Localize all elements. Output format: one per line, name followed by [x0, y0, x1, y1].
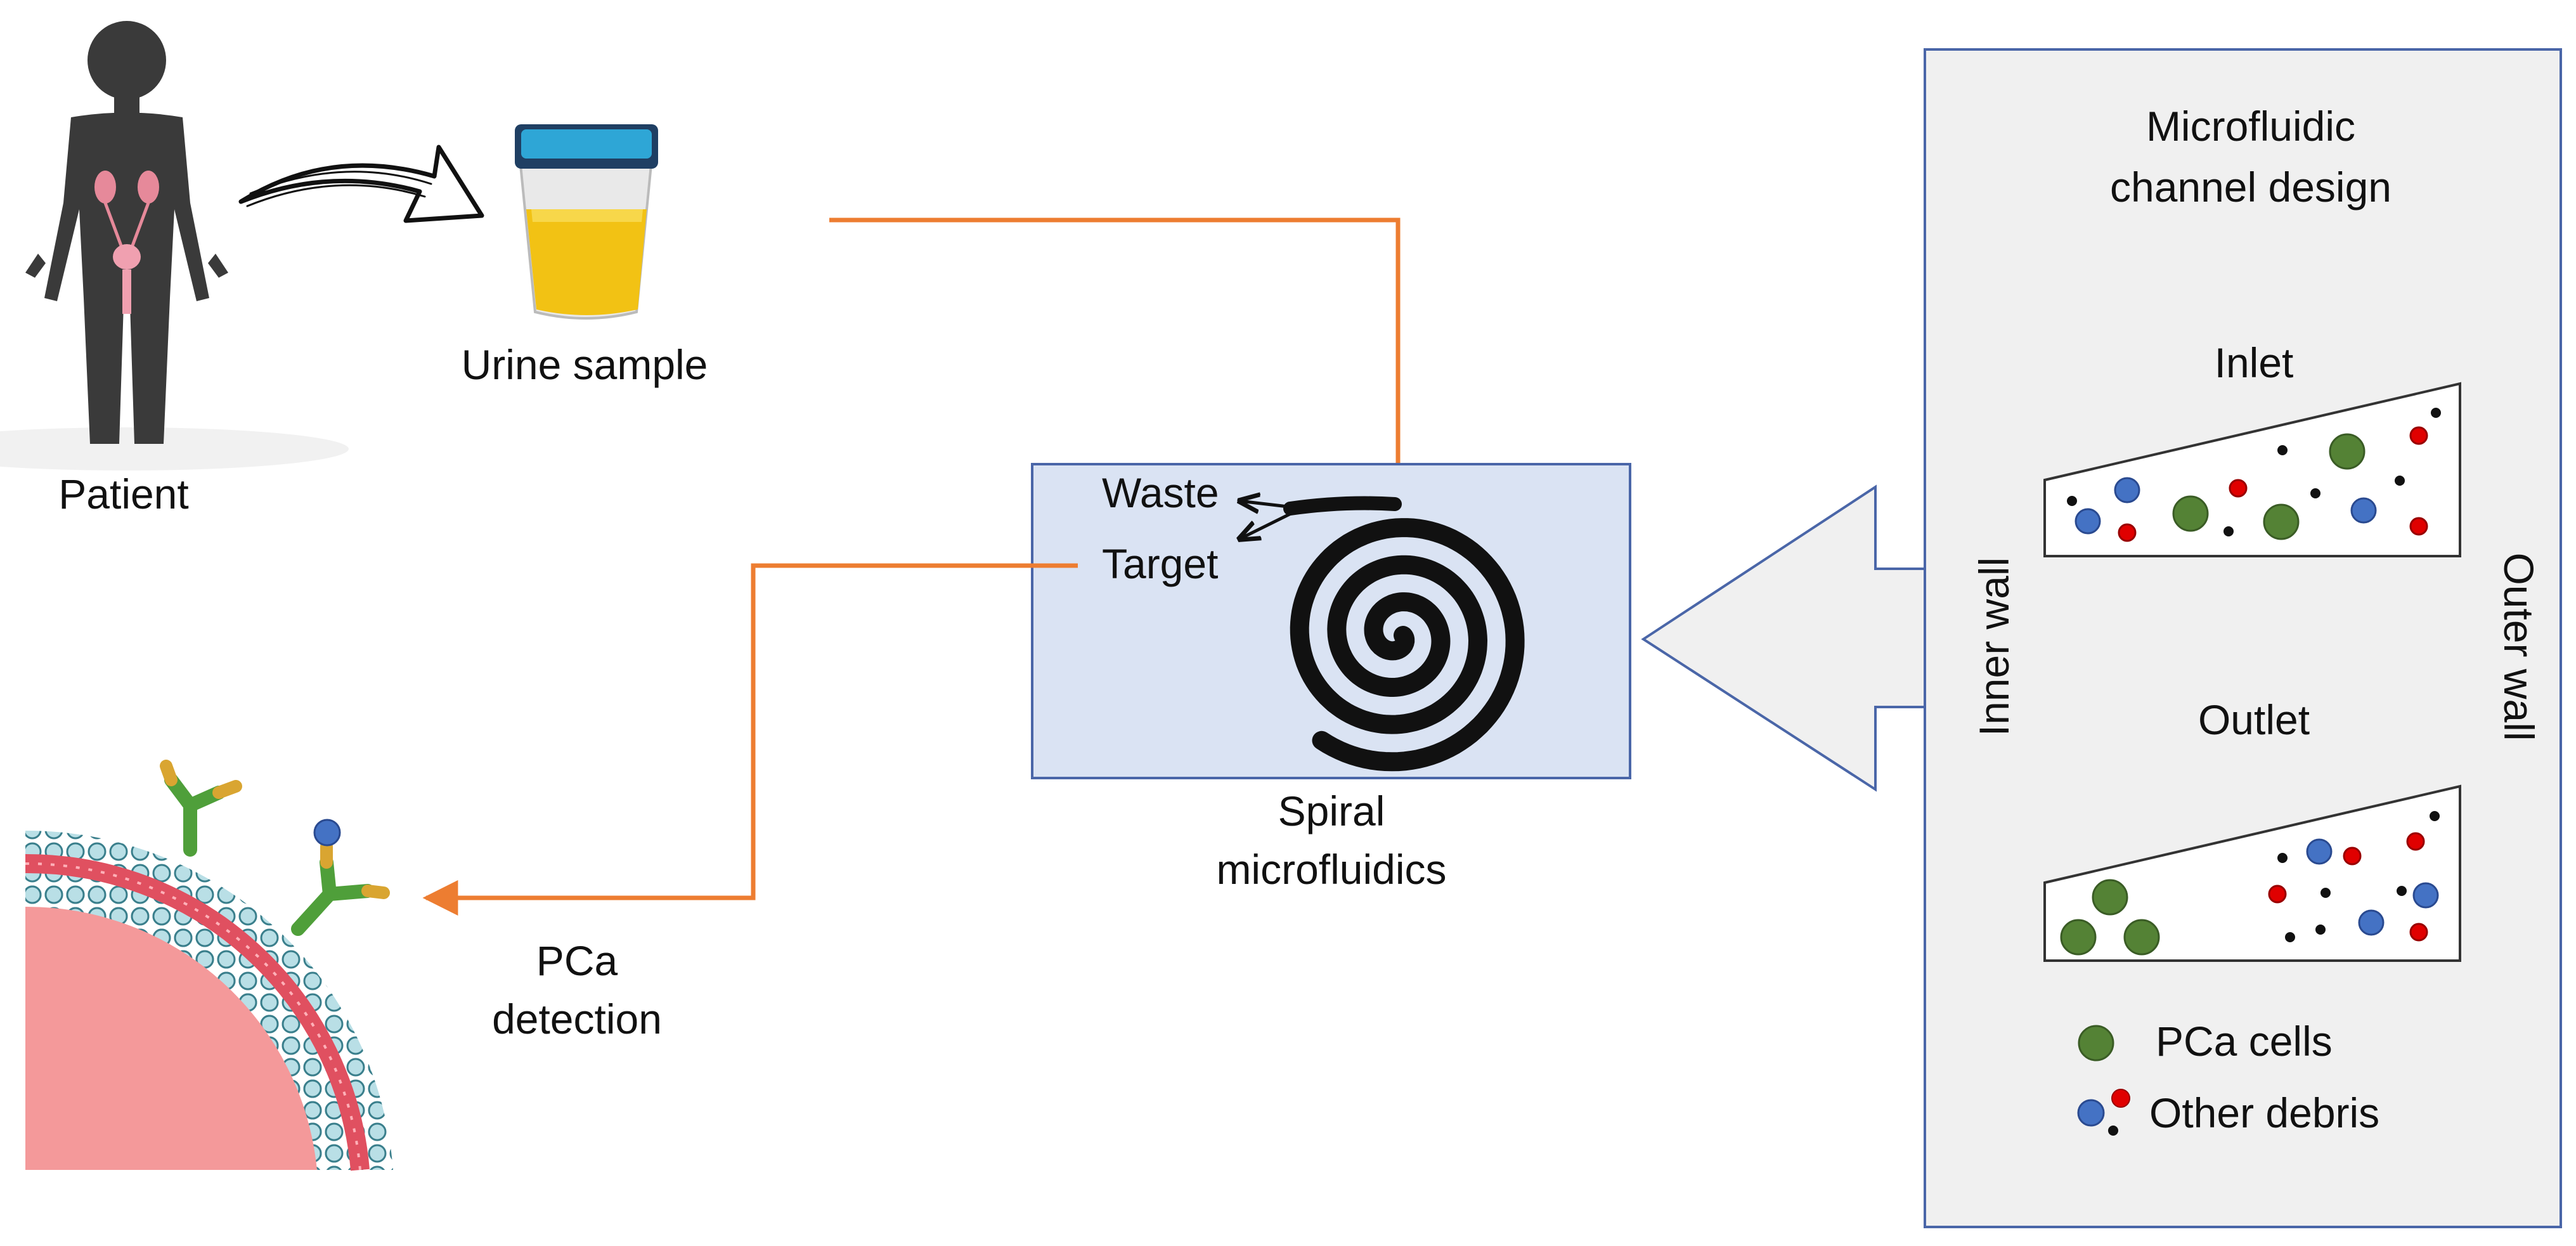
channel-design-panel: [1924, 48, 2562, 1228]
debris-particle: [2395, 476, 2405, 486]
debris-particle: [2118, 523, 2137, 542]
debris-particle: [2406, 832, 2425, 851]
debris-particle: [2409, 517, 2428, 536]
debris-particle: [2315, 925, 2326, 935]
urine-cup-icon: [515, 124, 658, 320]
debris-particle: [2358, 909, 2385, 936]
legend-pca-cells-label: PCa cells: [2156, 1018, 2333, 1065]
waste-label: Waste: [1102, 469, 1219, 516]
legend-debris-swatch: [2077, 1089, 2130, 1136]
spiral-channel-icon: [1290, 518, 1525, 772]
debris-particle: [2067, 496, 2077, 506]
outer-wall-label: Outer wall: [2495, 552, 2542, 741]
pca-detection-line1: PCa: [536, 937, 618, 984]
flow-arrow-target-to-detection: [422, 563, 1078, 916]
sketch-arrow-icon: [238, 145, 484, 223]
debris-particle: [2350, 497, 2377, 524]
pca-detection-line2: detection: [492, 996, 662, 1042]
pca-cell-particle: [2060, 919, 2097, 956]
debris-particle: [2114, 477, 2140, 503]
pca-cell-particle: [2329, 433, 2366, 470]
debris-particle: [2277, 853, 2288, 863]
debris-particle: [2306, 838, 2333, 865]
target-label: Target: [1102, 540, 1218, 587]
spiral-outlet-tube: [1283, 496, 1402, 516]
inlet-label: Inlet: [2215, 339, 2294, 386]
panel-title-line2: channel design: [2110, 164, 2392, 211]
patient-label: Patient: [58, 470, 188, 517]
debris-particle: [2074, 508, 2101, 535]
outlet-label: Outlet: [2198, 696, 2310, 743]
debris-particle: [2430, 811, 2440, 821]
debris-particle: [2412, 882, 2439, 909]
patient-icon: [0, 21, 349, 470]
outlet-channel-cross-section: [2043, 784, 2461, 962]
debris-particle: [2223, 526, 2234, 536]
inlet-particles: [2067, 408, 2441, 542]
debris-particle: [2397, 886, 2407, 896]
pca-cell-particle: [2092, 879, 2128, 916]
spiral-label-line2: microfluidics: [1216, 846, 1446, 893]
debris-particle: [2320, 888, 2331, 898]
debris-particle: [2310, 488, 2320, 498]
legend-pca-cell-swatch: [2078, 1025, 2114, 1061]
inner-wall-label: Inner wall: [1971, 557, 2017, 736]
pca-cell-particle: [2263, 503, 2300, 540]
debris-particle: [2285, 932, 2295, 942]
debris-particle: [2229, 479, 2248, 498]
urine-sample-label: Urine sample: [462, 341, 708, 388]
cell-membrane-icon: [25, 830, 393, 1171]
waste-outlet-arrow: [1239, 501, 1294, 507]
pca-cell-particle: [2123, 919, 2160, 956]
legend-other-debris-label: Other debris: [2149, 1089, 2379, 1136]
target-outlet-arrow: [1239, 510, 1295, 539]
panel-title-line1: Microfluidic: [2146, 103, 2355, 150]
debris-particle: [2343, 847, 2362, 866]
debris-particle: [2409, 426, 2428, 445]
debris-particle: [2268, 885, 2287, 904]
debris-particle: [2409, 923, 2428, 942]
pca-cell-particle: [2172, 495, 2209, 532]
outlet-particles: [2060, 811, 2440, 956]
debris-particle: [2431, 408, 2441, 418]
design-pointer-arrow: [1641, 484, 1927, 792]
spiral-label-line1: Spiral: [1278, 788, 1385, 834]
antibody-bound-icon: [291, 819, 390, 936]
debris-particle: [2277, 445, 2288, 455]
antibody-icon: [160, 760, 242, 857]
